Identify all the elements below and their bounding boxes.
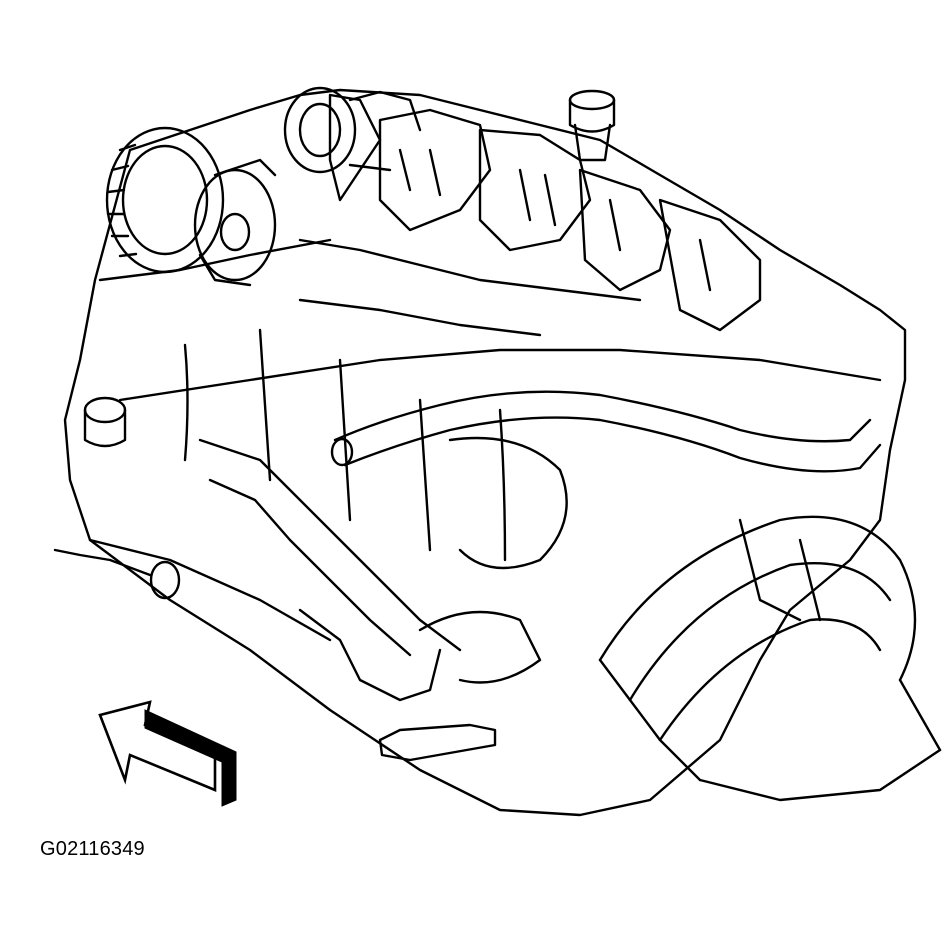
spark-plug-wires [183, 328, 507, 562]
bellhousing [598, 515, 942, 802]
reservoir [83, 396, 127, 448]
figure-id-label: G02116349 [40, 838, 145, 860]
hose [330, 390, 882, 473]
oil-fill-cap [568, 89, 616, 162]
throttle-body [283, 86, 422, 174]
alternator [105, 126, 277, 287]
intake-manifold [298, 93, 762, 337]
engine-block [63, 88, 907, 817]
sensor-wire [53, 548, 181, 600]
exhaust-manifold [198, 436, 568, 762]
forward-arrow-icon [98, 700, 237, 807]
